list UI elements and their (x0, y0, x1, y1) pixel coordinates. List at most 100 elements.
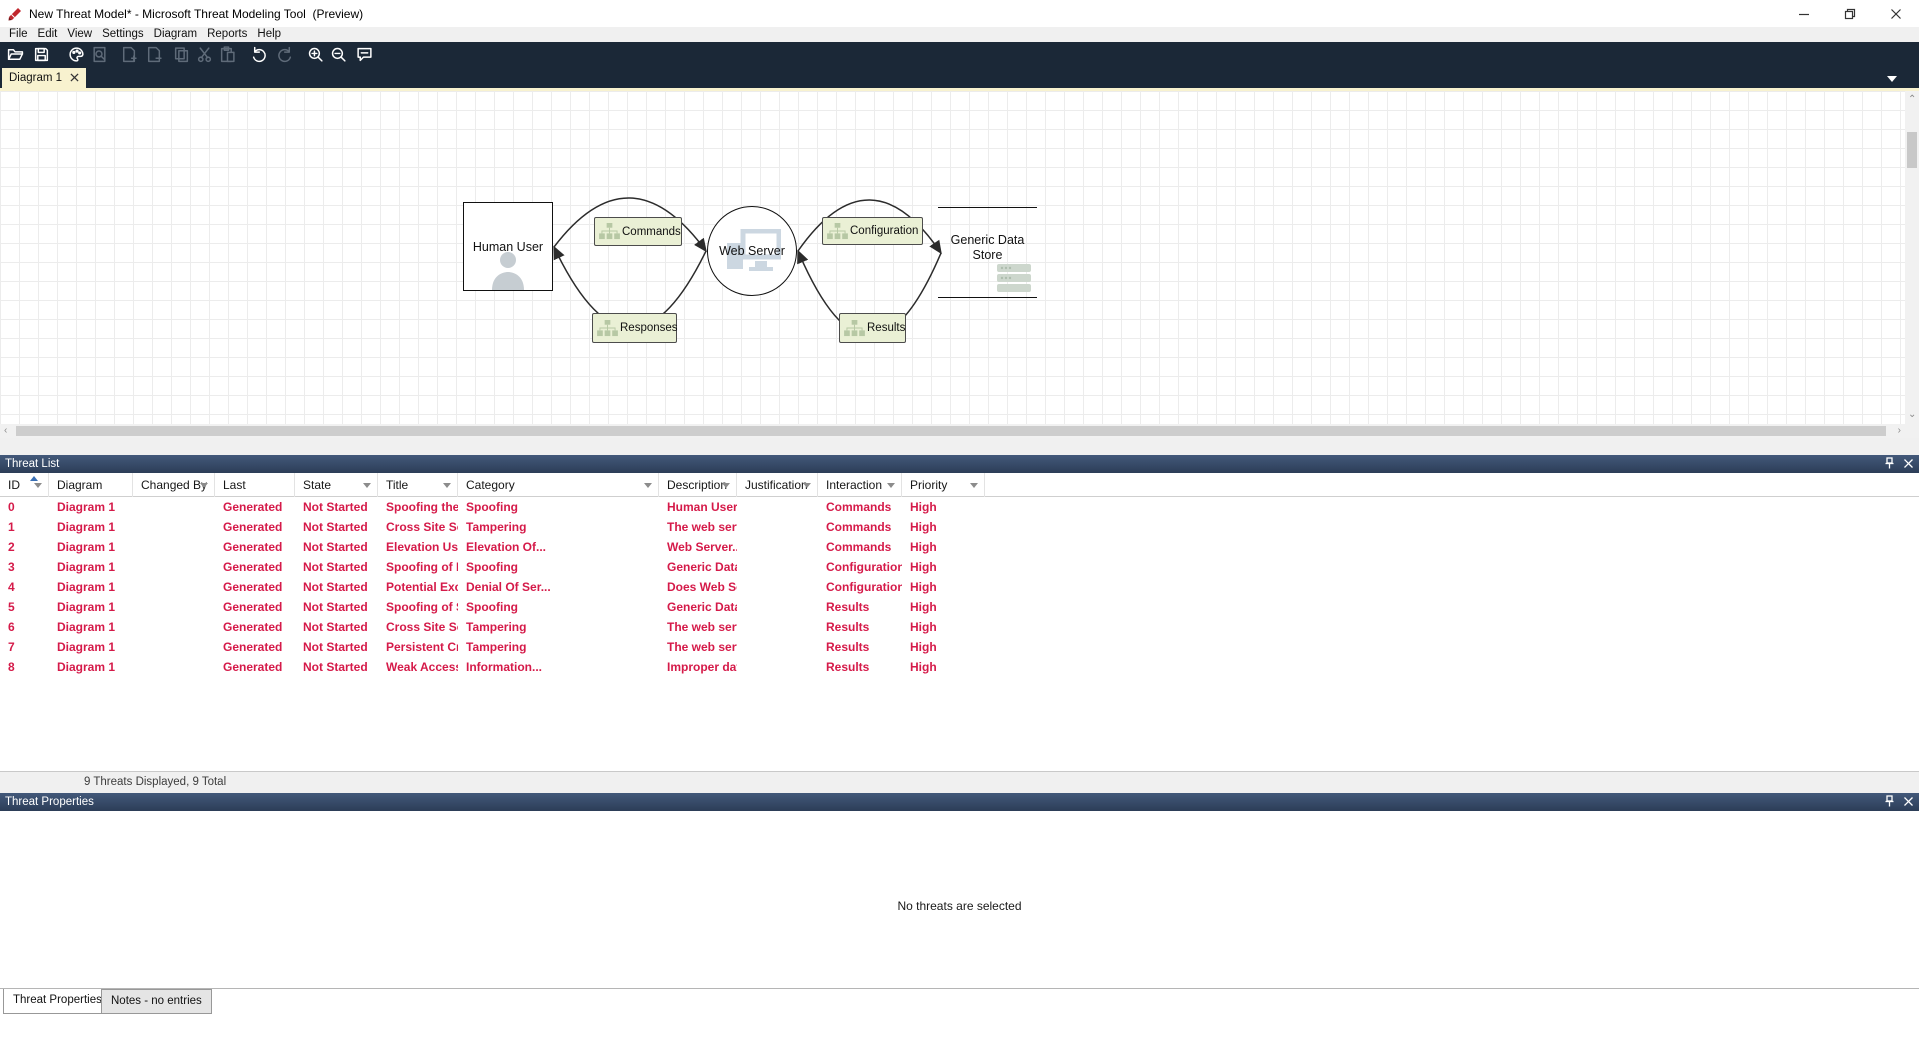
restore-button[interactable] (1827, 0, 1873, 27)
column-header-priority[interactable]: Priority (902, 473, 985, 497)
filter-dropdown-icon[interactable] (200, 483, 208, 488)
flow-responses[interactable]: Responses (592, 313, 678, 343)
column-label: Diagram (57, 478, 103, 492)
threat-properties-panel: No threats are selected (0, 811, 1919, 988)
pin-icon[interactable] (1883, 795, 1896, 808)
column-header-diagram[interactable]: Diagram (49, 473, 133, 497)
cell-diagram: Diagram 1 (57, 620, 116, 634)
tab-list-dropdown-icon[interactable] (1887, 76, 1897, 82)
tab-notes[interactable]: Notes - no entries (101, 989, 212, 1014)
column-label: Priority (910, 478, 948, 492)
node-label: Human User (472, 239, 544, 254)
filter-dropdown-icon[interactable] (443, 483, 451, 488)
cell-last_modified: Generated (223, 600, 283, 614)
horizontal-scroll-thumb[interactable] (16, 426, 1886, 436)
cell-justification (737, 617, 818, 637)
flow-results[interactable]: Results (839, 313, 906, 343)
filter-dropdown-icon[interactable] (34, 483, 42, 488)
cell-description: Human User... (667, 500, 737, 514)
undo-icon[interactable] (251, 46, 268, 63)
menu-help[interactable]: Help (257, 28, 282, 40)
menu-file[interactable]: File (9, 28, 28, 40)
cell-state: Not Started (303, 640, 368, 654)
sort-ascending-icon (30, 476, 38, 481)
cell-last_modified: Generated (223, 580, 283, 594)
column-header-category[interactable]: Category (458, 473, 659, 497)
minimize-button[interactable] (1781, 0, 1827, 27)
filter-dropdown-icon[interactable] (970, 483, 978, 488)
scroll-down-icon[interactable]: ⌄ (1908, 409, 1917, 420)
add-diagram-icon (120, 46, 137, 63)
cell-last_modified: Generated (223, 520, 283, 534)
save-icon[interactable] (33, 46, 50, 63)
column-header-justification[interactable]: Justification (737, 473, 818, 497)
database-icon (997, 264, 1031, 292)
scroll-right-icon[interactable]: › (1897, 425, 1901, 436)
menu-view[interactable]: View (67, 28, 93, 40)
column-header-interaction[interactable]: Interaction (818, 473, 902, 497)
cell-id: 6 (8, 620, 15, 634)
canvas-horizontal-scrollbar[interactable]: ‹ › (0, 424, 1919, 438)
filter-dropdown-icon[interactable] (722, 483, 730, 488)
node-human-user[interactable]: Human User (463, 202, 553, 291)
cell-category: Spoofing (466, 600, 518, 614)
close-panel-icon[interactable] (1902, 457, 1915, 470)
diagram-canvas[interactable]: Human User Web Server Generic Dat (0, 91, 1919, 424)
cell-diagram: Diagram 1 (57, 660, 116, 674)
open-folder-icon[interactable] (7, 46, 24, 63)
filter-dropdown-icon[interactable] (803, 483, 811, 488)
filter-dropdown-icon[interactable] (363, 483, 371, 488)
cell-id: 8 (8, 660, 15, 674)
cell-justification (737, 577, 818, 597)
cell-justification (737, 637, 818, 657)
cell-priority: High (910, 500, 937, 514)
filter-dropdown-icon[interactable] (644, 483, 652, 488)
scroll-up-icon[interactable]: ⌃ (1908, 94, 1917, 105)
close-button[interactable] (1873, 0, 1919, 27)
column-header-changed_by[interactable]: Changed By (133, 473, 215, 497)
cell-diagram: Diagram 1 (57, 640, 116, 654)
menu-edit[interactable]: Edit (37, 28, 58, 40)
menu-settings[interactable]: Settings (102, 28, 144, 40)
filter-dropdown-icon[interactable] (887, 483, 895, 488)
cell-category: Spoofing (466, 560, 518, 574)
tab-diagram-1[interactable]: Diagram 1 (2, 68, 87, 88)
flow-icon (844, 319, 865, 336)
column-header-last_modified[interactable]: Last Modified (215, 473, 295, 516)
canvas-vertical-scrollbar[interactable]: ⌃ ⌄ (1905, 91, 1919, 424)
tab-close-icon[interactable] (70, 69, 79, 87)
menu-reports[interactable]: Reports (207, 28, 248, 40)
node-generic-data-store[interactable]: Generic Data Store (938, 201, 1037, 303)
column-header-id[interactable]: ID (0, 473, 49, 497)
pin-icon[interactable] (1883, 457, 1896, 470)
zoom-out-icon[interactable] (330, 46, 347, 63)
vertical-scroll-thumb[interactable] (1907, 132, 1917, 168)
cell-description: Web Server... (667, 540, 737, 554)
zoom-in-icon[interactable] (307, 46, 324, 63)
tab-threat-properties[interactable]: Threat Properties (3, 989, 112, 1014)
column-header-title[interactable]: Title (378, 473, 458, 497)
close-panel-icon[interactable] (1902, 795, 1915, 808)
node-web-server[interactable]: Web Server (707, 206, 797, 296)
cut-icon (196, 46, 213, 63)
menu-diagram[interactable]: Diagram (153, 28, 198, 40)
report-palette-icon[interactable] (68, 46, 85, 63)
column-header-description[interactable]: Description (659, 473, 737, 497)
scroll-left-icon[interactable]: ‹ (4, 425, 8, 436)
cell-interaction: Commands (826, 540, 892, 554)
flow-configuration[interactable]: Configuration (822, 217, 923, 245)
cell-title: Persistent Cr... (386, 640, 458, 654)
column-header-state[interactable]: State (295, 473, 378, 497)
flow-commands[interactable]: Commands (594, 217, 682, 246)
feedback-icon[interactable] (356, 46, 373, 63)
